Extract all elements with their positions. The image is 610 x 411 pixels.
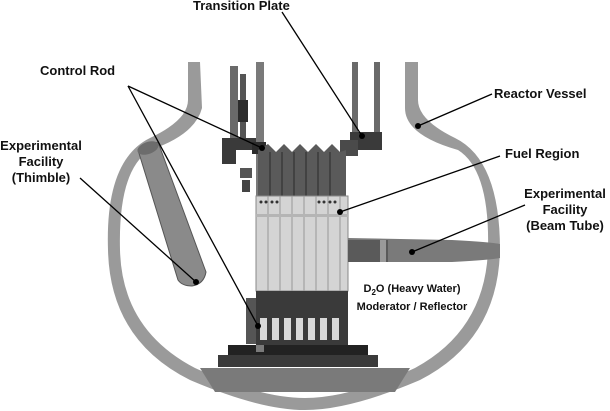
label-moderator-prefix: D: [363, 283, 372, 295]
label-moderator-suffix: O (Heavy Water): [375, 283, 461, 295]
transition-plate: [258, 144, 346, 196]
label-beam-tube-line3: (Beam Tube): [526, 218, 604, 233]
fuel-region: [255, 195, 349, 292]
label-moderator: D2O (Heavy Water) Moderator / Reflector: [352, 282, 472, 314]
label-thimble: Experimental Facility (Thimble): [0, 138, 82, 186]
label-moderator-line1: D2O (Heavy Water): [352, 282, 472, 300]
label-moderator-subscript: 2: [371, 288, 376, 298]
label-thimble-line3: (Thimble): [11, 170, 71, 185]
base-platform: [200, 345, 410, 392]
label-reactor-vessel: Reactor Vessel: [494, 86, 587, 101]
label-control-rod: Control Rod: [40, 63, 116, 78]
label-transition-plate: Transition Plate: [193, 0, 290, 13]
lower-grid: [246, 291, 348, 345]
label-thimble-line1: Experimental: [0, 138, 82, 153]
reactor-vessel: [107, 62, 500, 410]
label-thimble-line2: Facility: [18, 154, 64, 169]
label-beam-tube: Experimental Facility (Beam Tube): [522, 186, 608, 234]
leader-endpoints: [193, 123, 421, 329]
label-fuel-region: Fuel Region: [505, 146, 580, 161]
beam-tube: [348, 238, 500, 262]
leader-lines: [79, 11, 526, 327]
label-beam-tube-line1: Experimental: [524, 186, 606, 201]
label-beam-tube-line2: Facility: [542, 202, 588, 217]
label-moderator-line2: Moderator / Reflector: [356, 301, 468, 314]
thimble-tube: [137, 141, 207, 287]
